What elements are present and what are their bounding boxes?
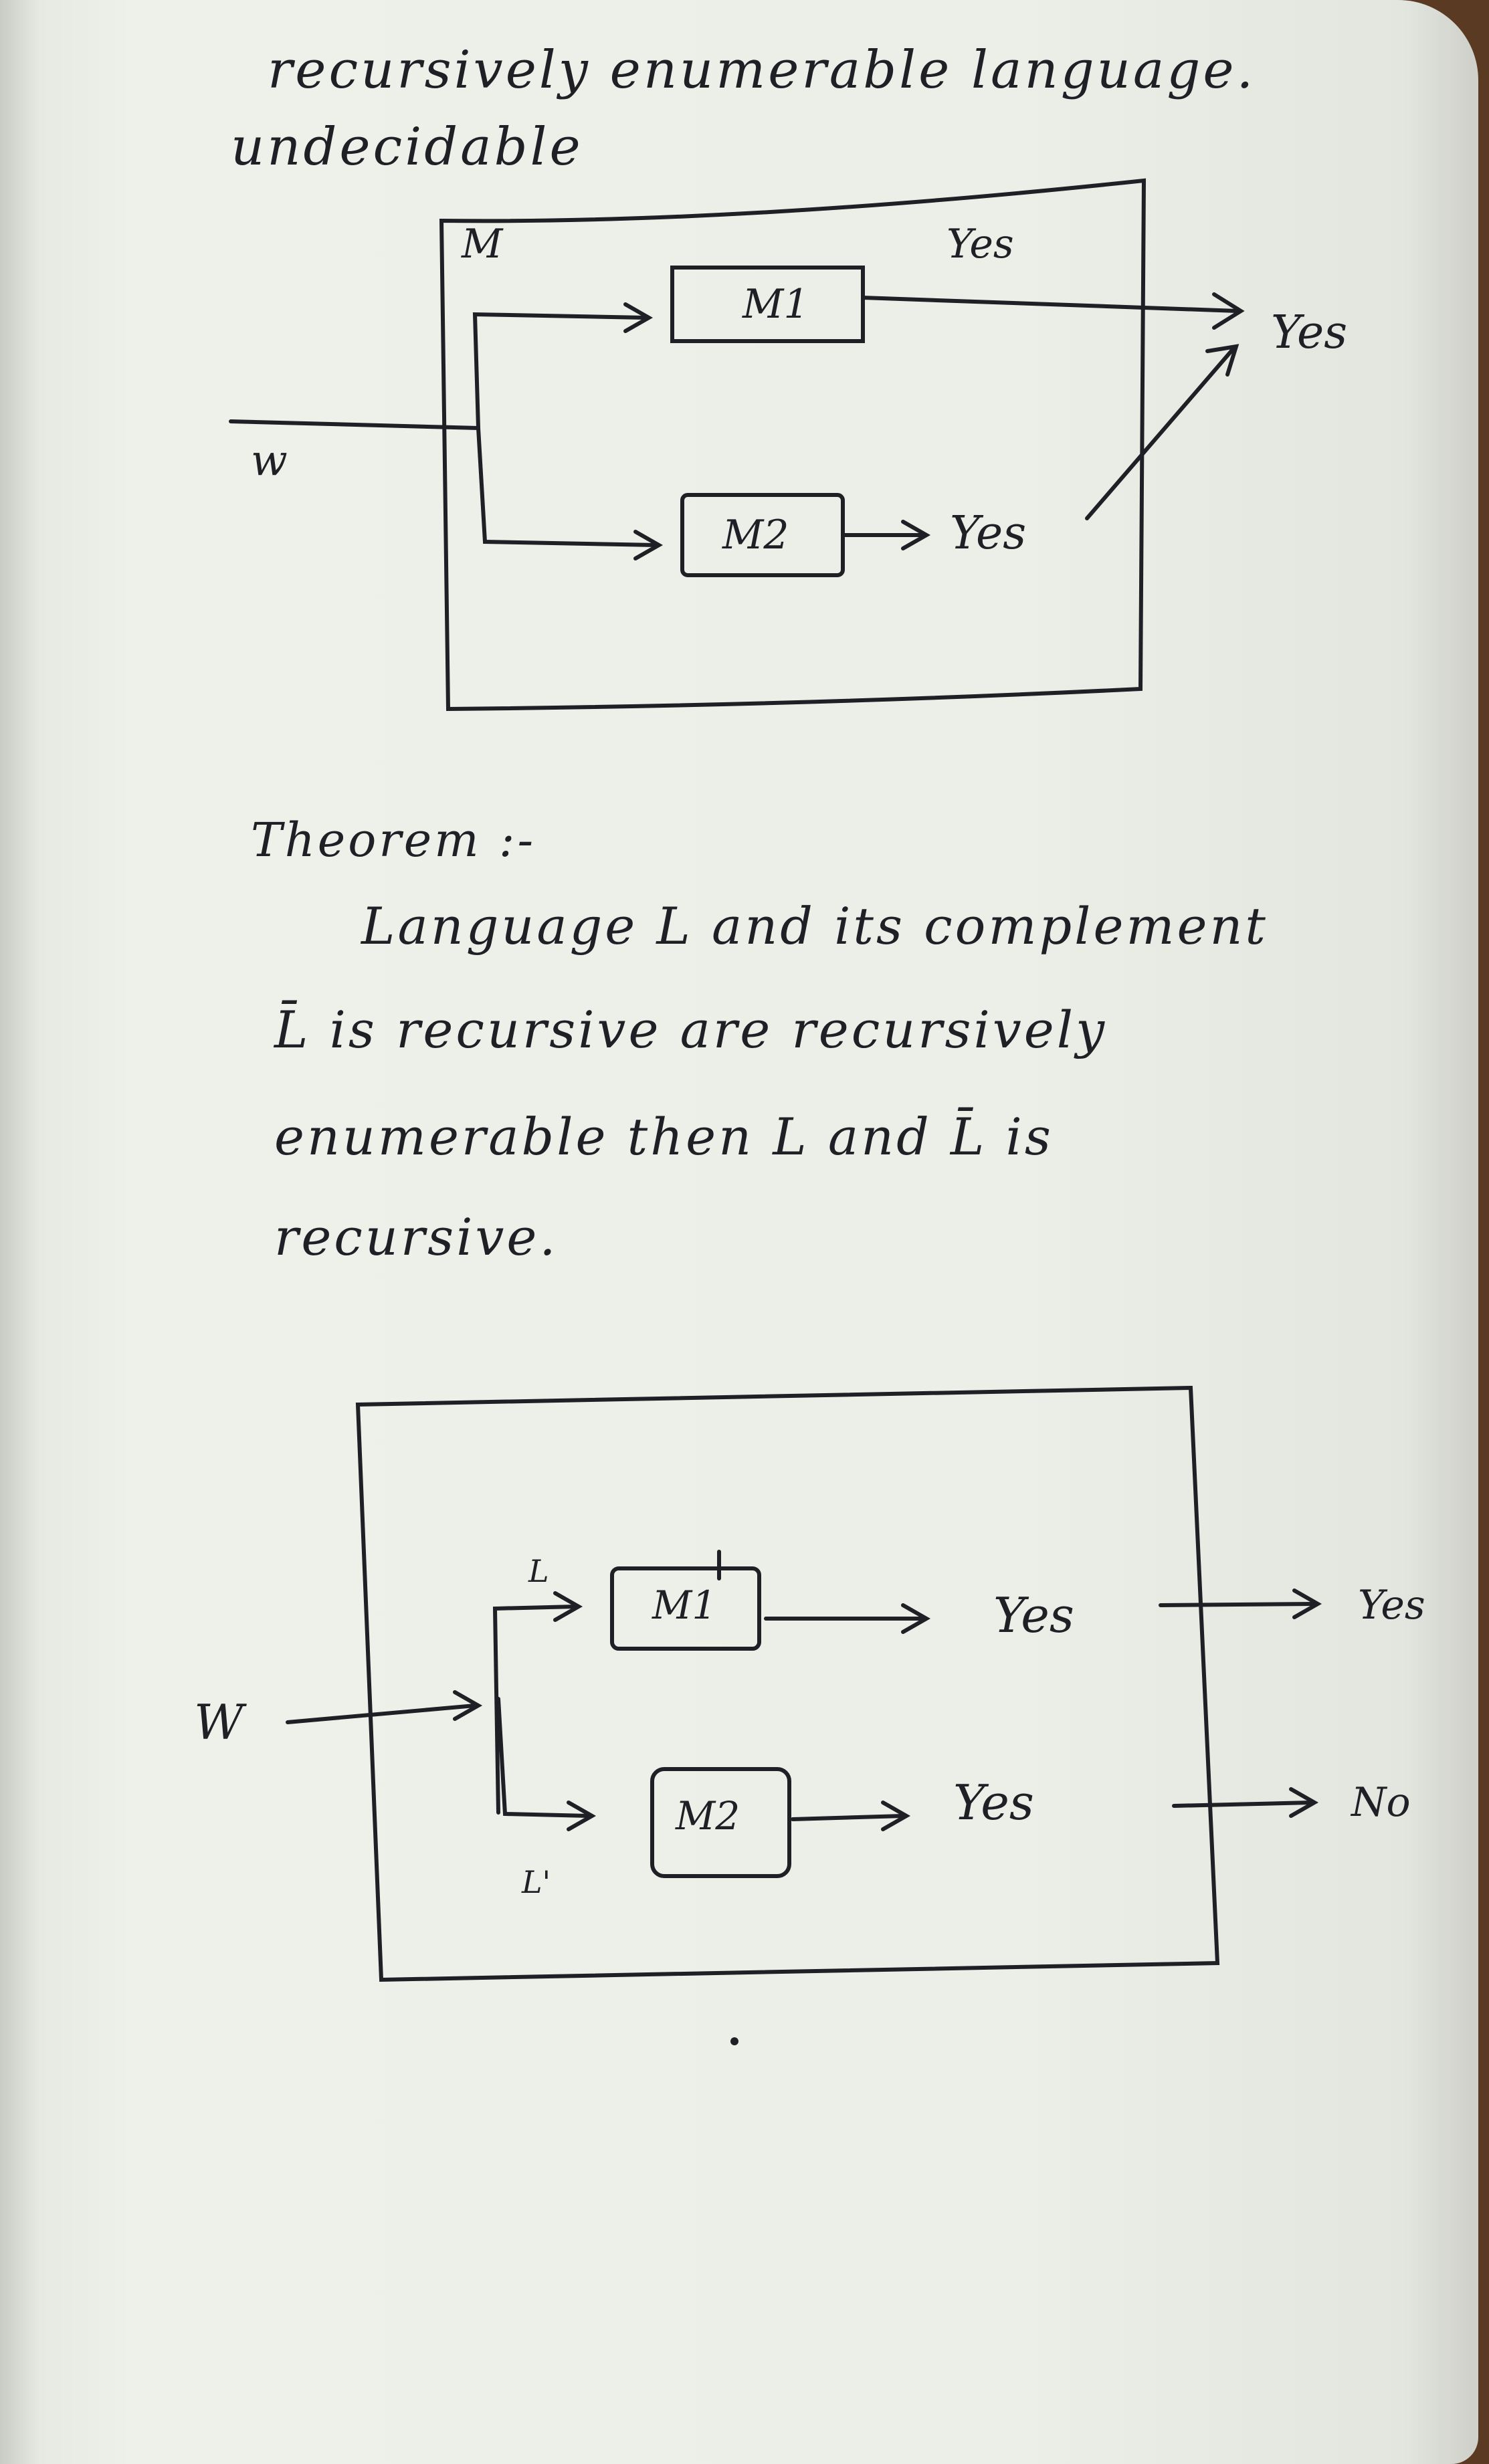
theorem-line-2: L̄ is recursive are recursively bbox=[274, 1000, 1108, 1059]
theorem-line-4: recursive. bbox=[274, 1207, 559, 1267]
theorem-heading: Theorem :- bbox=[251, 813, 536, 867]
heading-line-2: undecidable bbox=[231, 117, 583, 177]
theorem-line-3: enumerable then L and L̄ is bbox=[274, 1107, 1054, 1166]
heading-line-1: recursively enumerable language. bbox=[268, 40, 1256, 100]
theorem-line-1: Language L and its complement bbox=[361, 896, 1268, 956]
